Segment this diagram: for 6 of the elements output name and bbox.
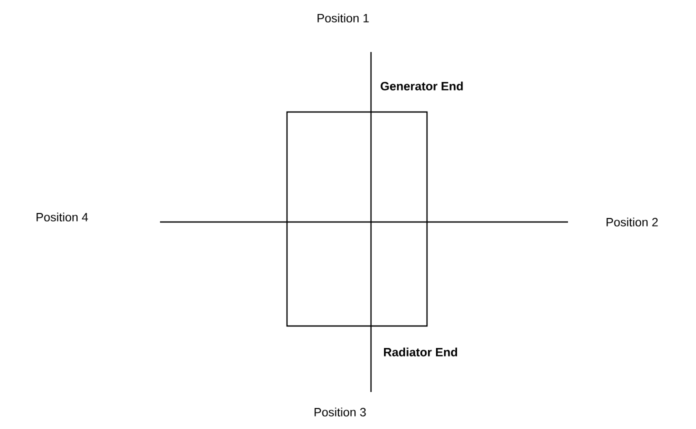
position-label: Generator End xyxy=(380,82,463,90)
position-label: Position 3 xyxy=(314,408,366,416)
position-label: Position 2 xyxy=(606,218,658,226)
position-label: Position 1 xyxy=(318,14,369,22)
position-label: Radiator End xyxy=(384,348,458,356)
position-label: Position 4 xyxy=(36,212,88,222)
